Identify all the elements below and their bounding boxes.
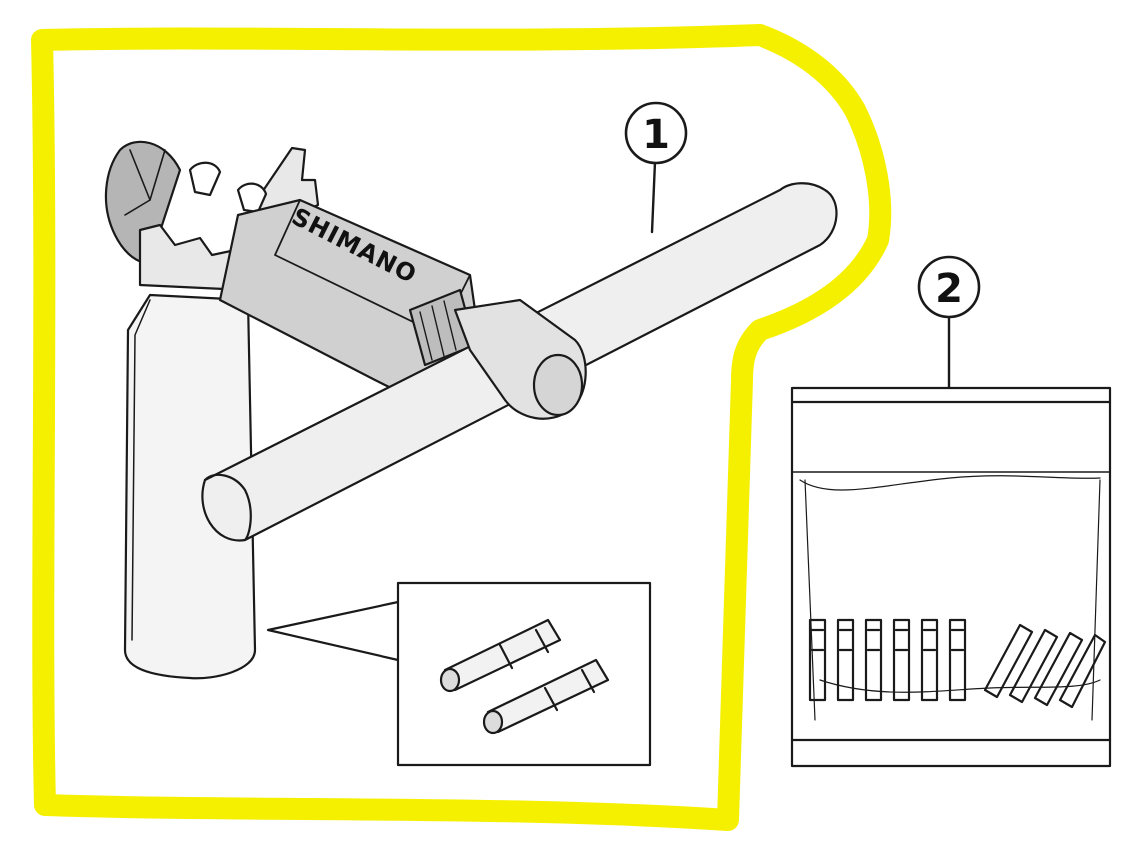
callout-1-circle	[624, 101, 688, 165]
bag-slanted-pins	[983, 623, 1107, 709]
screw-threads	[419, 300, 457, 361]
hub-cap	[532, 353, 584, 417]
callout-2: 2	[917, 255, 981, 319]
handle-end-cap	[203, 473, 252, 542]
bag-outline	[790, 386, 1112, 768]
callout-2-circle	[917, 255, 981, 319]
vertical-handle-highlight	[131, 299, 151, 641]
bag-crease-right	[1091, 479, 1101, 721]
pins-inset	[266, 581, 652, 767]
yellow-highlight-outline	[31, 24, 892, 831]
bag-crease-left	[804, 479, 816, 721]
spare-pin-1	[439, 618, 562, 693]
callout-1-number: 1	[642, 112, 670, 158]
inset-pointer	[266, 600, 400, 662]
pin-bag-illustration	[790, 314, 1112, 768]
bag-upright-pins	[808, 618, 967, 702]
callout-1: 1	[624, 101, 688, 165]
callout-1-leader	[650, 160, 657, 234]
chain-tool-illustration: SHIMANO	[104, 140, 838, 680]
bag-fold	[799, 475, 1101, 491]
knob-facet-2	[149, 149, 166, 201]
bag-fold-lower	[819, 679, 1101, 693]
body-edge-1	[274, 199, 441, 336]
vertical-handle	[123, 293, 257, 680]
tool-knob	[104, 140, 182, 264]
callout-2-number: 2	[935, 266, 963, 312]
spare-pin-2	[482, 658, 610, 735]
bracket-slot-1	[188, 161, 222, 197]
inset-box	[396, 581, 652, 767]
